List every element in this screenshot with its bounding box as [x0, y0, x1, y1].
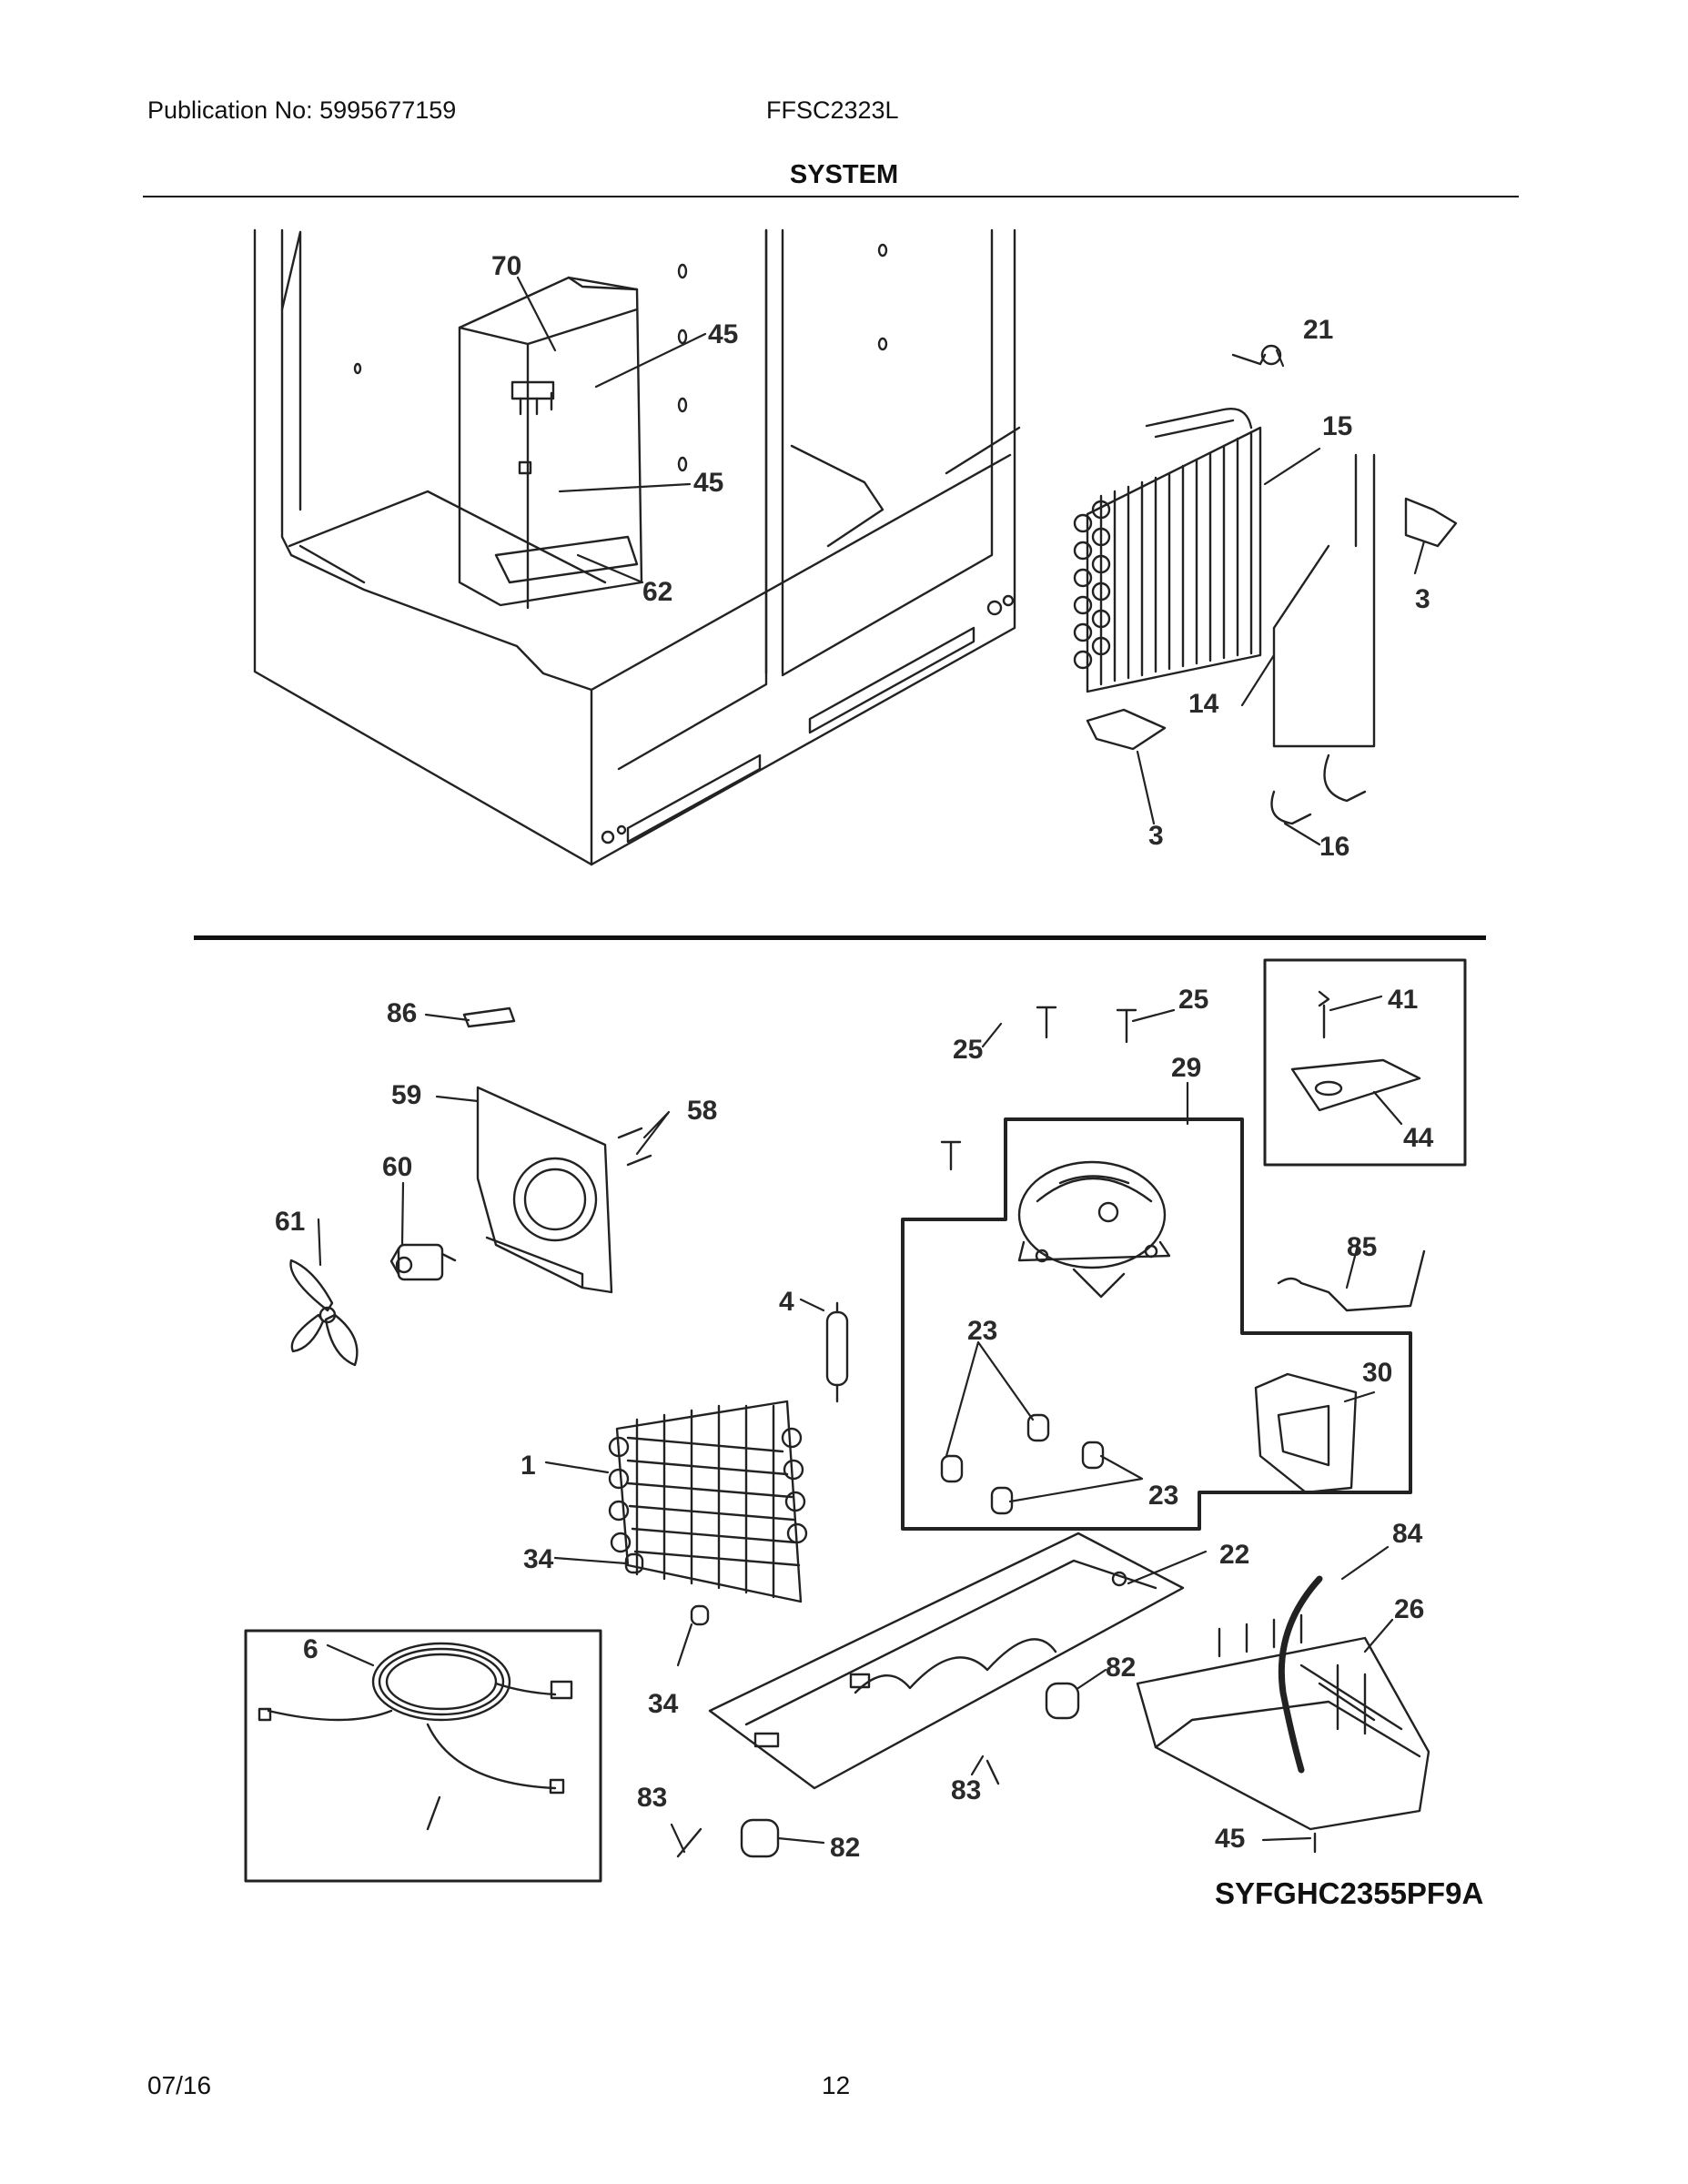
publication-number: Publication No: 5995677159 — [147, 96, 457, 124]
callout-45-upper-b: 45 — [693, 468, 723, 498]
part-83-45-screws — [676, 1759, 1317, 1858]
callout-14: 14 — [1188, 689, 1219, 719]
part-25-bolts — [940, 1006, 1137, 1171]
part-61-fan-blade — [289, 1259, 359, 1367]
part-84-drain-tube — [1278, 1575, 1323, 1774]
callout-3-right: 3 — [1415, 584, 1430, 614]
callout-labels: 70 45 45 62 21 15 3 3 14 16 86 59 58 60 … — [275, 251, 1434, 1863]
callout-84: 84 — [1392, 1519, 1423, 1549]
part-26-drain-tray — [1136, 1613, 1430, 1831]
callout-83-left: 83 — [637, 1783, 667, 1813]
callout-83-right: 83 — [951, 1775, 981, 1805]
callout-3-lower: 3 — [1148, 821, 1164, 851]
callout-25-b: 25 — [1178, 985, 1208, 1015]
header-divider — [143, 196, 1519, 197]
callout-21: 21 — [1303, 315, 1333, 345]
callout-29: 29 — [1171, 1053, 1201, 1083]
callout-60: 60 — [382, 1152, 412, 1182]
part-1-coil — [608, 1400, 808, 1603]
callout-85: 85 — [1347, 1232, 1377, 1262]
model-number: FFSC2323L — [766, 96, 899, 124]
callout-34-b: 34 — [648, 1689, 679, 1719]
part-41-44-bracket — [1290, 990, 1421, 1112]
part-59-fan-shroud — [462, 1006, 652, 1294]
callout-86: 86 — [387, 998, 417, 1028]
callout-1: 1 — [521, 1451, 536, 1481]
callout-82-right: 82 — [1106, 1653, 1136, 1683]
callout-6: 6 — [303, 1634, 318, 1664]
part-22-base-plate — [708, 1532, 1185, 1790]
page-number: 12 — [822, 2071, 851, 2099]
callout-leaders — [317, 276, 1426, 1854]
callout-25-a: 25 — [953, 1035, 983, 1065]
callout-70: 70 — [491, 251, 521, 281]
part-4-drier — [825, 1301, 849, 1403]
callout-58: 58 — [687, 1096, 717, 1126]
callout-45-upper-a: 45 — [708, 319, 738, 349]
callout-4: 4 — [779, 1287, 794, 1317]
callout-62: 62 — [642, 577, 672, 607]
part-82-feet — [740, 1682, 1080, 1858]
page-title: SYSTEM — [789, 160, 899, 189]
part-85-tube — [1277, 1249, 1426, 1312]
part-62-box — [458, 276, 643, 610]
part-23-grommets — [940, 1413, 1105, 1515]
part-30-relay — [1254, 1372, 1358, 1494]
callout-16: 16 — [1319, 832, 1349, 862]
callout-61: 61 — [275, 1207, 305, 1237]
callout-59: 59 — [391, 1080, 421, 1110]
part-41-44-inset — [1263, 958, 1467, 1167]
footer-date: 07/16 — [147, 2071, 212, 2099]
diagram-code: SYFGHC2355PF9A — [1215, 1876, 1484, 1910]
part-60-fan-motor — [389, 1243, 457, 1281]
part-6-harness — [258, 1642, 573, 1831]
callout-82-left: 82 — [830, 1833, 860, 1863]
callout-34-a: 34 — [523, 1544, 554, 1574]
callout-23-upper: 23 — [967, 1316, 997, 1346]
part-34-grommets — [624, 1552, 710, 1626]
section-divider — [194, 935, 1486, 940]
callout-41: 41 — [1388, 985, 1418, 1015]
part-29-compressor — [1017, 1160, 1171, 1299]
callout-15: 15 — [1322, 411, 1352, 441]
callout-30: 30 — [1362, 1358, 1392, 1388]
cabinet-illustration — [253, 228, 1021, 866]
callout-22: 22 — [1219, 1540, 1249, 1570]
callout-23-lower: 23 — [1148, 1481, 1178, 1511]
callout-44: 44 — [1403, 1123, 1434, 1153]
part-29-outline — [901, 1117, 1412, 1531]
callout-26: 26 — [1394, 1594, 1424, 1624]
part-6-harness-inset — [244, 1629, 602, 1883]
part-15-condenser-coil — [1073, 344, 1458, 825]
callout-45-lower: 45 — [1215, 1824, 1245, 1854]
